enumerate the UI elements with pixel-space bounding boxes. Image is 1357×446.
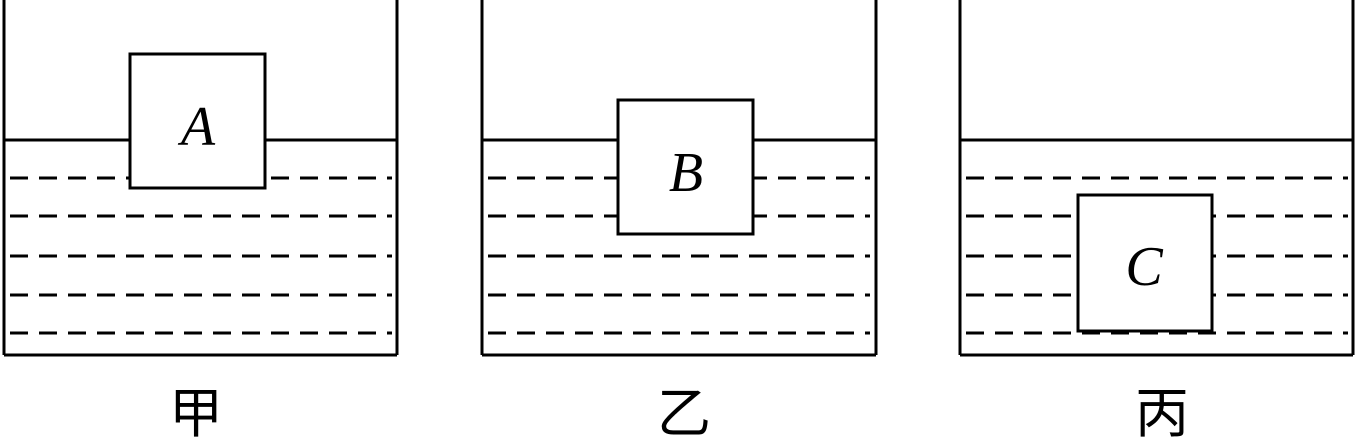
block-c-label: C bbox=[1125, 236, 1163, 298]
caption-bing: 丙 bbox=[1135, 382, 1189, 445]
beaker-outline bbox=[480, 0, 878, 357]
container-yi: B 乙 bbox=[480, 0, 878, 445]
caption-yi: 乙 bbox=[657, 382, 711, 445]
container-bing: C 丙 bbox=[958, 0, 1355, 445]
block-b-label: B bbox=[669, 142, 703, 204]
beaker-outline bbox=[2, 0, 399, 357]
block-a-label: A bbox=[177, 96, 216, 158]
block-c: C bbox=[1076, 193, 1214, 333]
container-jia: A 甲 bbox=[2, 0, 399, 445]
beaker-outline bbox=[958, 0, 1355, 357]
block-a: A bbox=[128, 52, 267, 190]
water-dashes bbox=[10, 176, 392, 335]
block-b: B bbox=[616, 98, 755, 236]
caption-jia: 甲 bbox=[169, 382, 223, 445]
